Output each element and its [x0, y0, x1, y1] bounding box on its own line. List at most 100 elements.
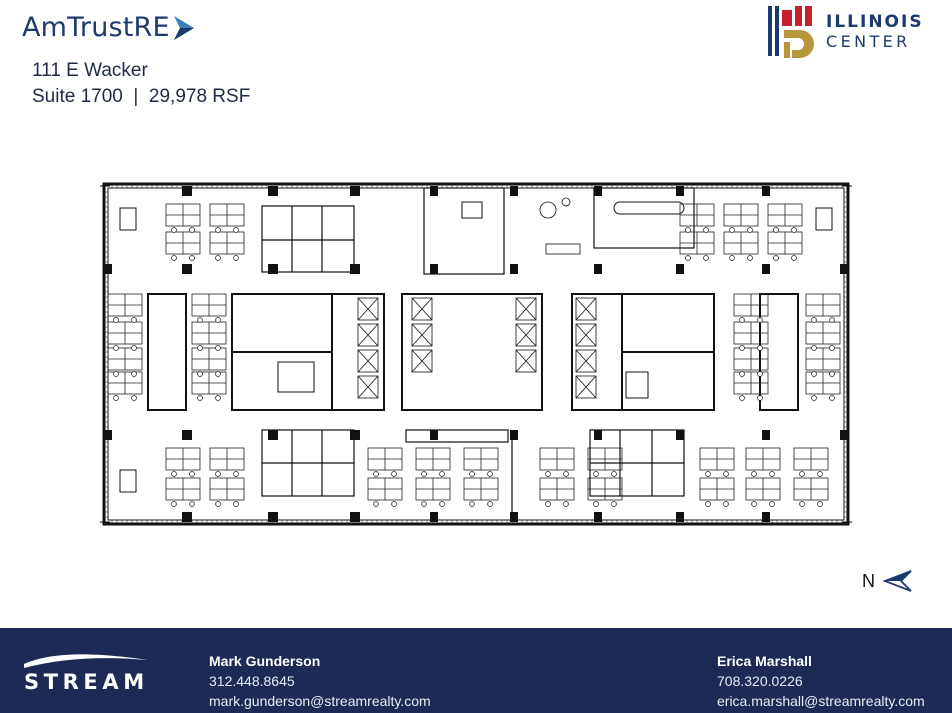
- elevator-car: [575, 375, 597, 399]
- chair: [171, 471, 177, 477]
- amtrust-logo: AmTrustRE: [22, 12, 198, 43]
- chair: [233, 227, 239, 233]
- contact-phone[interactable]: 312.448.8645: [209, 673, 295, 689]
- chair: [817, 501, 823, 507]
- chair: [113, 395, 119, 401]
- chair: [757, 371, 763, 377]
- chair: [739, 345, 745, 351]
- chair: [705, 501, 711, 507]
- chair: [215, 317, 221, 323]
- chair: [757, 317, 763, 323]
- illinois-word: ILLINOIS: [826, 12, 924, 32]
- chair: [421, 501, 427, 507]
- chair: [769, 501, 775, 507]
- chair: [197, 371, 203, 377]
- elevator-car: [411, 297, 433, 321]
- elevator-car: [357, 297, 379, 321]
- chair: [611, 471, 617, 477]
- structural-columns: [104, 186, 848, 522]
- chair: [611, 501, 617, 507]
- elevator-car: [515, 323, 537, 347]
- chair: [739, 395, 745, 401]
- reception: [539, 197, 581, 255]
- chair: [757, 395, 763, 401]
- north-arrow-icon: [883, 570, 912, 592]
- contact-email[interactable]: erica.marshall@streamrealty.com: [717, 693, 925, 709]
- chair: [739, 371, 745, 377]
- chair: [113, 345, 119, 351]
- illinois-center-wordmark: ILLINOIS CENTER: [826, 12, 924, 52]
- contact-phone[interactable]: 708.320.0226: [717, 673, 803, 689]
- chair: [705, 471, 711, 477]
- chair: [729, 227, 735, 233]
- chair: [773, 227, 779, 233]
- center-word: CENTER: [826, 32, 911, 51]
- elevator-car: [515, 349, 537, 373]
- chair: [799, 501, 805, 507]
- chair: [791, 227, 797, 233]
- chair: [171, 501, 177, 507]
- suite-line: Suite 1700 | 29,978 RSF: [32, 86, 251, 107]
- chair: [593, 471, 599, 477]
- chair: [233, 255, 239, 261]
- elevators: [357, 297, 597, 399]
- amtrust-logo-text: AmTrustRE: [22, 12, 170, 43]
- chair: [791, 255, 797, 261]
- chair: [373, 471, 379, 477]
- amtrust-arrow-icon: [173, 15, 194, 40]
- chair: [563, 471, 569, 477]
- elevator-car: [357, 323, 379, 347]
- chair: [723, 471, 729, 477]
- chair: [215, 371, 221, 377]
- chair: [197, 395, 203, 401]
- elevator-car: [575, 297, 597, 321]
- elevator-car: [411, 349, 433, 373]
- chair: [215, 255, 221, 261]
- elevator-car: [357, 349, 379, 373]
- chair: [545, 501, 551, 507]
- chair: [829, 345, 835, 351]
- chair: [215, 227, 221, 233]
- north-compass: N: [862, 570, 913, 592]
- chair: [829, 395, 835, 401]
- header: AmTrustRE 111 E Wacker Suite 1700 | 29,9…: [0, 0, 952, 120]
- chair: [829, 317, 835, 323]
- chair: [685, 227, 691, 233]
- chair: [751, 471, 757, 477]
- stream-wordmark: STREAM: [24, 670, 149, 694]
- chair: [751, 501, 757, 507]
- chair: [373, 501, 379, 507]
- chair: [391, 471, 397, 477]
- chair: [817, 471, 823, 477]
- chair: [811, 395, 817, 401]
- chair: [189, 501, 195, 507]
- chair: [729, 255, 735, 261]
- elevator-car: [515, 297, 537, 321]
- chair: [215, 345, 221, 351]
- chair: [189, 227, 195, 233]
- chair: [113, 371, 119, 377]
- chair: [811, 371, 817, 377]
- conference-tables: [119, 201, 833, 493]
- elevator-car: [575, 323, 597, 347]
- contact-mark-gunderson: Mark Gunderson 312.448.8645 mark.gunders…: [209, 651, 431, 711]
- chair: [391, 501, 397, 507]
- workstations: [107, 203, 841, 501]
- chair: [563, 501, 569, 507]
- chair: [769, 471, 775, 477]
- chair: [747, 227, 753, 233]
- chair: [439, 471, 445, 477]
- chair: [131, 395, 137, 401]
- chair: [757, 345, 763, 351]
- elevator-car: [357, 375, 379, 399]
- chair: [215, 501, 221, 507]
- floor-plan: [100, 178, 852, 530]
- contact-email[interactable]: mark.gunderson@streamrealty.com: [209, 693, 431, 709]
- chairs: [113, 227, 835, 507]
- elevator-car: [575, 349, 597, 373]
- chair: [469, 471, 475, 477]
- chair: [811, 317, 817, 323]
- chair: [487, 501, 493, 507]
- chair: [799, 471, 805, 477]
- building-core: [147, 293, 799, 411]
